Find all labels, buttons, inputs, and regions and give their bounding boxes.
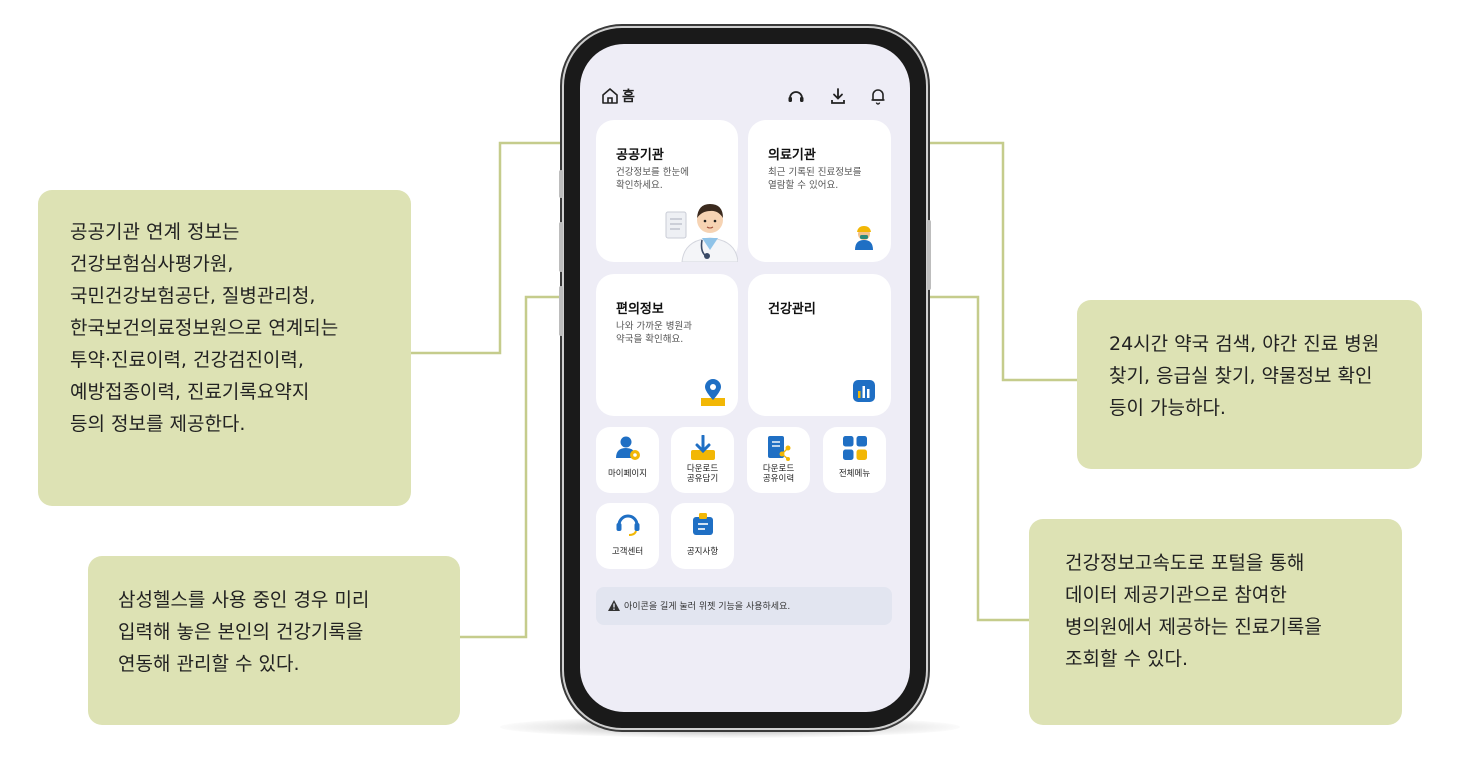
phone-side-button — [559, 222, 563, 272]
doctor-illustration-icon — [665, 204, 738, 262]
download-box-icon — [691, 435, 715, 460]
location-pin-icon — [701, 379, 725, 406]
share-document-icon — [768, 436, 791, 461]
card-medical-institution[interactable]: 의료기관 최근 기록된 진료정보를 열람할 수 있어요. — [748, 120, 891, 262]
card-title: 건강관리 — [768, 302, 816, 317]
card-description: 최근 기록된 진료정보를 열람할 수 있어요. — [768, 167, 862, 191]
card-description: 건강정보를 한눈에 확인하세요. — [616, 167, 689, 191]
warning-triangle-icon — [608, 600, 620, 611]
tile-download-share[interactable]: 다운로드 공유담기 — [671, 427, 734, 493]
tile-download-history[interactable]: 다운로드 공유이력 — [747, 427, 810, 493]
card-health-management[interactable]: 건강관리 — [748, 274, 891, 416]
user-settings-icon — [616, 436, 640, 460]
tile-all-menu[interactable]: 전체메뉴 — [823, 427, 886, 493]
home-icon[interactable] — [600, 86, 620, 106]
widget-tip-banner: 아이콘을 길게 눌러 위젯 기능을 사용하세요. — [596, 587, 892, 625]
card-title: 의료기관 — [768, 148, 816, 163]
app-screen: 홈 공공기관 건강정보를 한눈에 확인하세요. — [580, 44, 910, 712]
card-title: 편의정보 — [616, 302, 664, 317]
tile-mypage[interactable]: 마이페이지 — [596, 427, 659, 493]
headset-icon[interactable] — [786, 86, 806, 106]
card-public-agency[interactable]: 공공기관 건강정보를 한눈에 확인하세요. — [596, 120, 738, 262]
notice-board-icon — [693, 513, 713, 535]
bell-icon[interactable] — [868, 86, 888, 106]
callout-public-agency: 공공기관 연계 정보는 건강보험심사평가원, 국민건강보험공단, 질병관리청, … — [38, 190, 411, 506]
medical-staff-icon — [855, 226, 873, 250]
page-title: 홈 — [622, 89, 635, 105]
card-convenience-info[interactable]: 편의정보 나와 가까운 병원과 약국을 확인해요. — [596, 274, 738, 416]
headset-support-icon — [616, 514, 640, 536]
card-description: 나와 가까운 병원과 약국을 확인해요. — [616, 321, 692, 345]
phone-side-button — [559, 286, 563, 336]
callout-convenience-info: 24시간 약국 검색, 야간 진료 병원 찾기, 응급실 찾기, 약물정보 확인… — [1077, 300, 1422, 469]
top-bar: 홈 — [600, 84, 890, 108]
callout-samsung-health: 삼성헬스를 사용 중인 경우 미리 입력해 놓은 본인의 건강기록을 연동해 관… — [88, 556, 460, 725]
grid-menu-icon — [843, 436, 867, 460]
tile-notice[interactable]: 공지사항 — [671, 503, 734, 569]
phone-side-button — [927, 220, 931, 290]
phone-side-button — [559, 170, 563, 198]
tile-customer-center[interactable]: 고객센터 — [596, 503, 659, 569]
bar-chart-icon — [853, 380, 875, 402]
download-icon[interactable] — [828, 86, 848, 106]
callout-medical-institution: 건강정보고속도로 포털을 통해 데이터 제공기관으로 참여한 병의원에서 제공하… — [1029, 519, 1402, 725]
card-title: 공공기관 — [616, 148, 664, 163]
